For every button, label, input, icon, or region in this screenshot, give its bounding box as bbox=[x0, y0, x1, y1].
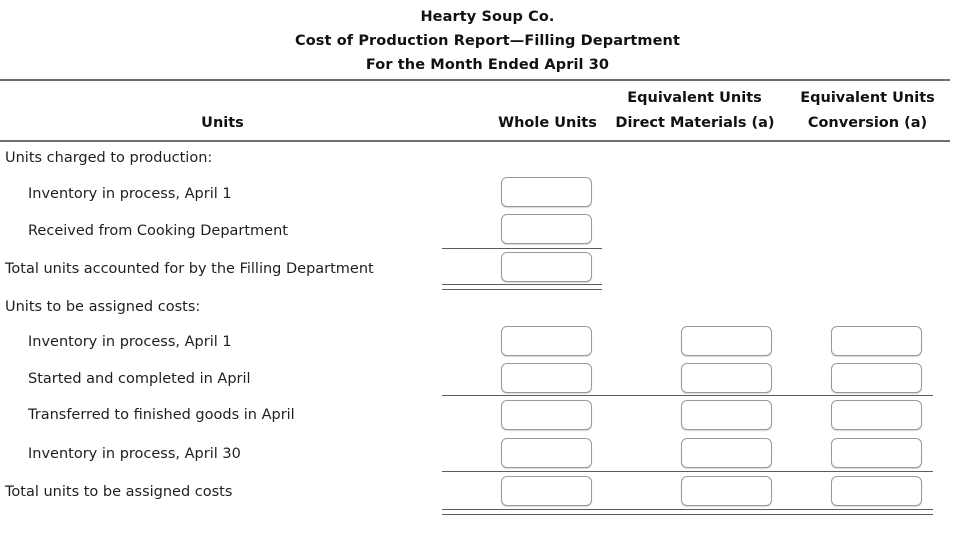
input-equivalent-units-dm-inventory-april-1[interactable] bbox=[681, 326, 772, 356]
column-header-equivalent-units-dm-line1: Equivalent Units bbox=[627, 90, 762, 106]
input-equivalent-units-conversion-started-and-completed[interactable] bbox=[831, 363, 922, 393]
row-label-units-charged-to-production: Units charged to production: bbox=[5, 150, 213, 166]
row-label-inventory-in-process-april-1-charged: Inventory in process, April 1 bbox=[28, 186, 232, 202]
section1-subtotal-rule bbox=[442, 248, 602, 249]
input-whole-units-transferred-to-finished-goods[interactable] bbox=[501, 400, 592, 430]
input-whole-units-total-accounted-for[interactable] bbox=[501, 252, 592, 282]
section1-total-double-rule bbox=[442, 284, 602, 290]
input-equivalent-units-dm-started-and-completed[interactable] bbox=[681, 363, 772, 393]
row-label-transferred-to-finished-goods: Transferred to finished goods in April bbox=[28, 407, 295, 423]
input-whole-units-received-from-cooking[interactable] bbox=[501, 214, 592, 244]
input-whole-units-inventory-april-1-assigned[interactable] bbox=[501, 326, 592, 356]
row-label-inventory-in-process-april-30: Inventory in process, April 30 bbox=[28, 446, 241, 462]
input-whole-units-inventory-april-30[interactable] bbox=[501, 438, 592, 468]
section2-subtotal-rule-total bbox=[442, 471, 933, 472]
row-label-total-units-to-be-assigned-costs: Total units to be assigned costs bbox=[5, 484, 233, 500]
report-period: For the Month Ended April 30 bbox=[365, 57, 610, 73]
column-header-whole-units: Whole Units bbox=[498, 115, 597, 131]
header-bottom-rule bbox=[0, 140, 950, 142]
row-label-received-from-cooking-department: Received from Cooking Department bbox=[28, 223, 288, 239]
input-equivalent-units-dm-inventory-april-30[interactable] bbox=[681, 438, 772, 468]
input-equivalent-units-conversion-inventory-april-1[interactable] bbox=[831, 326, 922, 356]
row-label-inventory-in-process-april-1-assigned: Inventory in process, April 1 bbox=[28, 334, 232, 350]
header-top-rule bbox=[0, 79, 950, 81]
input-equivalent-units-conversion-total-to-be-assigned[interactable] bbox=[831, 476, 922, 506]
input-equivalent-units-conversion-transferred-to-finished-goods[interactable] bbox=[831, 400, 922, 430]
input-whole-units-started-and-completed[interactable] bbox=[501, 363, 592, 393]
section2-subtotal-rule-transferred bbox=[442, 395, 933, 396]
column-header-equivalent-units-conversion-line2: Conversion (a) bbox=[807, 115, 928, 131]
report-title: Cost of Production Report—Filling Depart… bbox=[295, 33, 680, 49]
report-heading: Hearty Soup Co. Cost of Production Repor… bbox=[0, 0, 975, 77]
row-label-total-units-accounted-for: Total units accounted for by the Filling… bbox=[5, 261, 374, 277]
input-equivalent-units-dm-total-to-be-assigned[interactable] bbox=[681, 476, 772, 506]
row-label-started-and-completed-in-april: Started and completed in April bbox=[28, 371, 251, 387]
company-name: Hearty Soup Co. bbox=[420, 9, 555, 25]
input-whole-units-total-to-be-assigned[interactable] bbox=[501, 476, 592, 506]
section2-total-double-rule bbox=[442, 509, 933, 515]
column-header-equivalent-units-dm-line2: Direct Materials (a) bbox=[615, 115, 775, 131]
row-label-units-to-be-assigned-costs: Units to be assigned costs: bbox=[5, 299, 201, 315]
input-whole-units-inventory-april-1-charged[interactable] bbox=[501, 177, 592, 207]
column-header-equivalent-units-conversion-line1: Equivalent Units bbox=[800, 90, 935, 106]
input-equivalent-units-dm-transferred-to-finished-goods[interactable] bbox=[681, 400, 772, 430]
column-header-units: Units bbox=[201, 115, 244, 131]
input-equivalent-units-conversion-inventory-april-30[interactable] bbox=[831, 438, 922, 468]
